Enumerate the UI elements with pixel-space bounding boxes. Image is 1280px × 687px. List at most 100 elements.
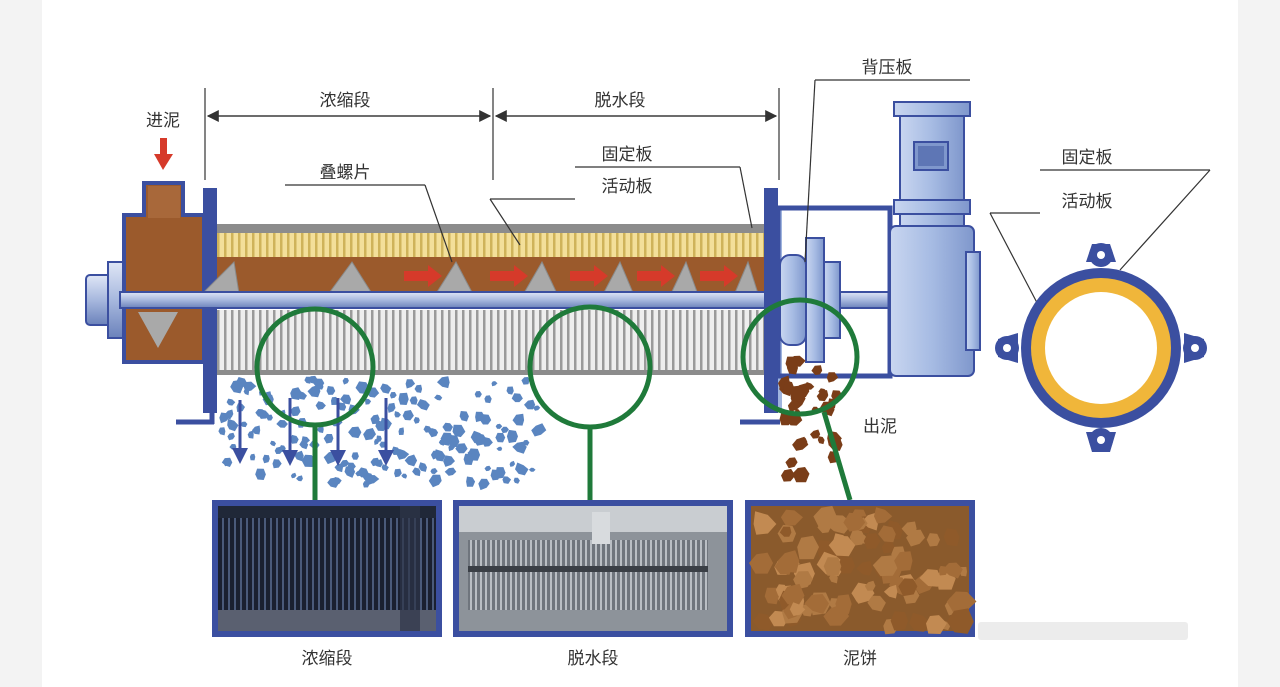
- particle: [296, 475, 303, 482]
- particle: [266, 414, 273, 421]
- particle: [506, 386, 514, 395]
- particle: [323, 434, 334, 444]
- particle: [389, 392, 397, 399]
- particle: [816, 509, 825, 520]
- particle: [835, 594, 852, 614]
- particle: [463, 453, 474, 465]
- particle: [938, 565, 949, 576]
- particle: [331, 396, 339, 405]
- particle: [362, 480, 370, 488]
- particle: [307, 384, 321, 398]
- label-thickening-zone: 浓缩段: [320, 91, 371, 111]
- particle: [946, 591, 977, 615]
- particle: [430, 468, 438, 474]
- particle: [387, 402, 396, 413]
- particle: [811, 365, 823, 375]
- label-moving-plate: 活动板: [602, 177, 653, 197]
- ring-cross-section: [995, 243, 1207, 452]
- particle: [315, 401, 326, 410]
- particle: [926, 533, 940, 547]
- particle: [495, 423, 503, 429]
- particle: [943, 528, 960, 547]
- particle: [374, 438, 379, 445]
- particle: [805, 382, 815, 390]
- particle: [777, 550, 800, 573]
- particle: [430, 450, 440, 460]
- particle: [894, 551, 913, 572]
- lower-plate-stack: [217, 310, 764, 370]
- particle: [255, 409, 266, 417]
- caption-thickening: 浓缩段: [302, 649, 353, 669]
- particle: [398, 392, 409, 405]
- particle: [414, 384, 423, 393]
- particle: [301, 436, 310, 444]
- particle: [413, 417, 420, 424]
- particle: [521, 377, 530, 385]
- label-screw-disc: 叠螺片: [320, 163, 371, 183]
- caption-dewatering: 脱水段: [568, 649, 619, 669]
- particle: [290, 387, 302, 400]
- particle: [416, 399, 430, 411]
- particle: [304, 376, 311, 384]
- photo-thickening: [212, 500, 442, 637]
- drive-motor: [889, 101, 981, 377]
- particle: [394, 468, 402, 478]
- particle: [423, 425, 432, 433]
- particle: [367, 476, 377, 484]
- particle: [781, 583, 805, 606]
- particle: [290, 472, 297, 479]
- particle: [849, 528, 865, 546]
- particle: [874, 507, 893, 524]
- particle: [474, 391, 482, 398]
- particle: [785, 457, 798, 469]
- particle: [864, 580, 876, 591]
- particle: [789, 385, 804, 402]
- particle: [478, 478, 490, 491]
- label-dewatering-zone: 脱水段: [595, 91, 646, 111]
- particle: [402, 410, 414, 421]
- callout-cake: [740, 297, 860, 417]
- particle: [787, 400, 802, 413]
- particle: [227, 418, 239, 432]
- particle: [225, 413, 232, 420]
- particle: [533, 405, 541, 411]
- particle: [255, 468, 266, 480]
- particle: [342, 377, 349, 385]
- particle: [890, 611, 909, 631]
- particle: [872, 555, 900, 577]
- particle: [513, 477, 520, 484]
- inlet-hopper: [122, 181, 206, 364]
- particle: [239, 421, 248, 428]
- particle: [406, 457, 415, 465]
- particle: [753, 511, 777, 535]
- particle: [906, 529, 925, 547]
- particle: [223, 460, 230, 467]
- particle: [792, 436, 809, 451]
- particle: [466, 476, 476, 487]
- particle: [881, 540, 895, 554]
- particle: [230, 379, 244, 394]
- particle: [495, 467, 506, 479]
- particle: [781, 468, 796, 482]
- particle: [227, 432, 235, 441]
- particle: [909, 612, 931, 632]
- particle: [752, 613, 775, 631]
- watermark: [978, 622, 1188, 640]
- particle: [863, 533, 881, 549]
- particle: [398, 427, 404, 435]
- particle: [797, 535, 819, 560]
- particle: [496, 446, 503, 451]
- particle: [495, 432, 506, 443]
- leader-lines: [285, 79, 1211, 319]
- particle: [334, 463, 343, 473]
- particle: [506, 429, 518, 443]
- particle: [789, 602, 806, 616]
- particle: [394, 411, 401, 418]
- particle: [391, 446, 401, 455]
- label-ring-fixed-plate: 固定板: [1062, 148, 1113, 168]
- right-end-plate: [764, 188, 778, 413]
- filtrate-arrows: [232, 398, 394, 466]
- particle: [340, 459, 350, 468]
- particle: [247, 430, 254, 439]
